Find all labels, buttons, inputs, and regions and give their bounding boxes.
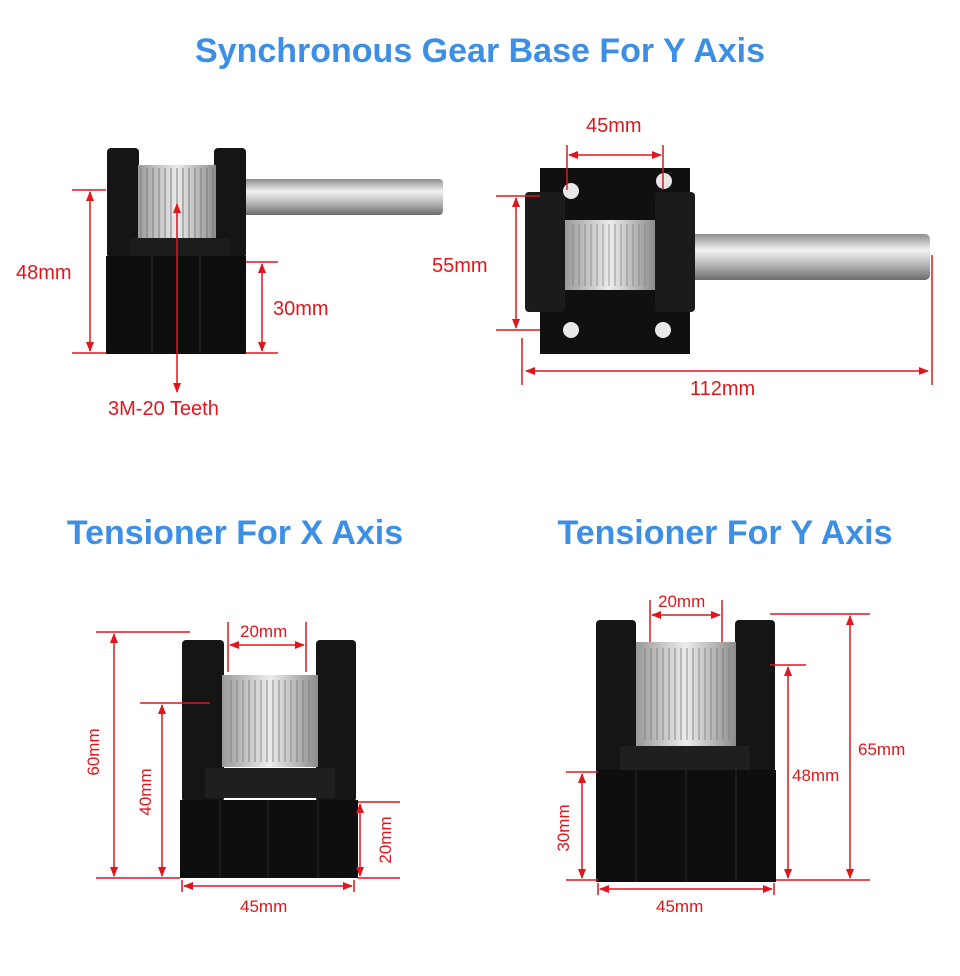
dim-gb-side-base: 30mm: [273, 298, 329, 320]
gear-base-side-view: [106, 148, 443, 354]
tensioner-x-view: [180, 640, 358, 878]
title-tensioner-y: Tensioner For Y Axis: [557, 514, 893, 552]
dim-ty-width: 45mm: [656, 897, 704, 916]
dimension-lines: [72, 145, 933, 895]
dim-gb-top-width: 45mm: [586, 115, 642, 137]
dim-tx-mid: 40mm: [136, 768, 155, 816]
tensioner-y-view: [596, 620, 776, 882]
dim-gb-teeth: 3M-20 Teeth: [108, 398, 219, 420]
dim-gb-top-length: 112mm: [690, 378, 756, 400]
dim-tx-base: 20mm: [376, 816, 395, 864]
gear-base-top-view: [525, 168, 930, 354]
dim-gb-top-height: 55mm: [432, 255, 488, 277]
dim-ty-mid: 48mm: [792, 766, 840, 785]
dim-ty-total: 65mm: [858, 740, 906, 759]
dim-ty-pulley: 20mm: [658, 592, 706, 611]
dim-tx-pulley: 20mm: [240, 622, 288, 641]
dim-tx-total: 60mm: [84, 728, 103, 776]
title-tensioner-x: Tensioner For X Axis: [66, 514, 404, 552]
dim-ty-base: 30mm: [554, 804, 573, 852]
title-gear-base: Synchronous Gear Base For Y Axis: [194, 32, 766, 70]
dim-tx-width: 45mm: [240, 897, 288, 916]
dim-gb-side-height: 48mm: [16, 262, 72, 284]
